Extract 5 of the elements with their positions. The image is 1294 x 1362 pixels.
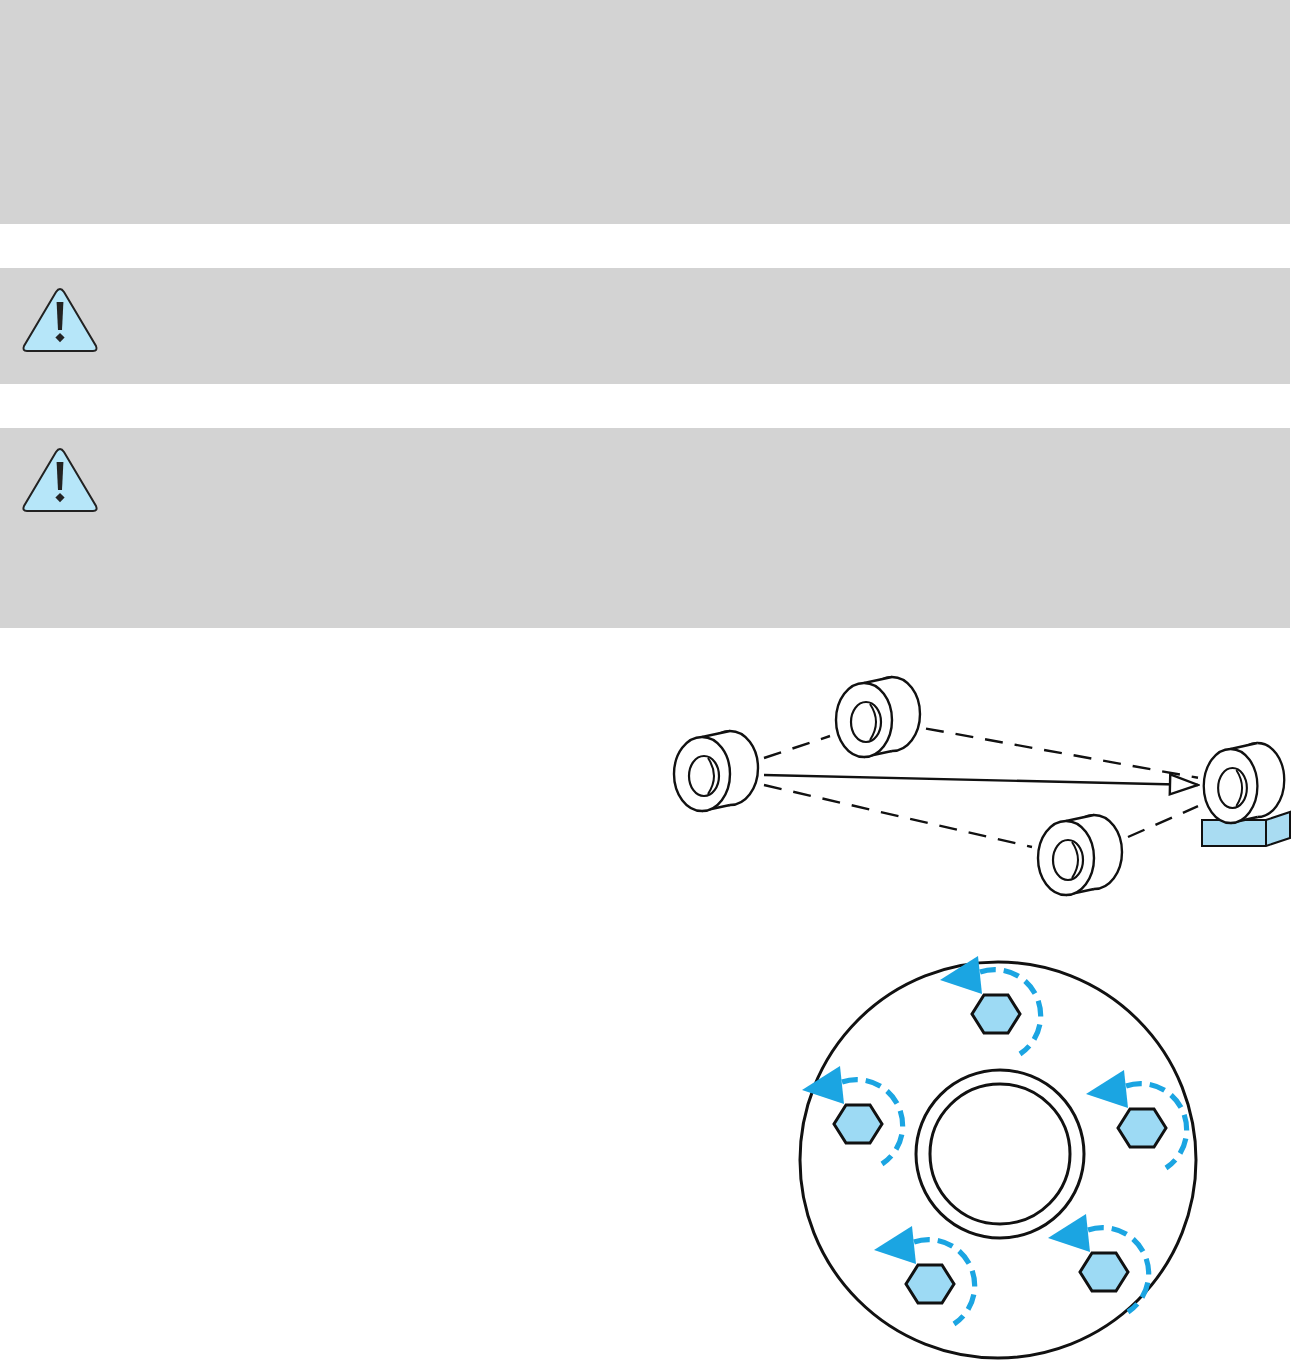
- dashed-line: [763, 783, 1033, 849]
- dashed-line: [925, 727, 1199, 779]
- arrow: [763, 773, 1200, 796]
- dashed-line: [1127, 805, 1199, 839]
- dashed-line: [763, 734, 831, 760]
